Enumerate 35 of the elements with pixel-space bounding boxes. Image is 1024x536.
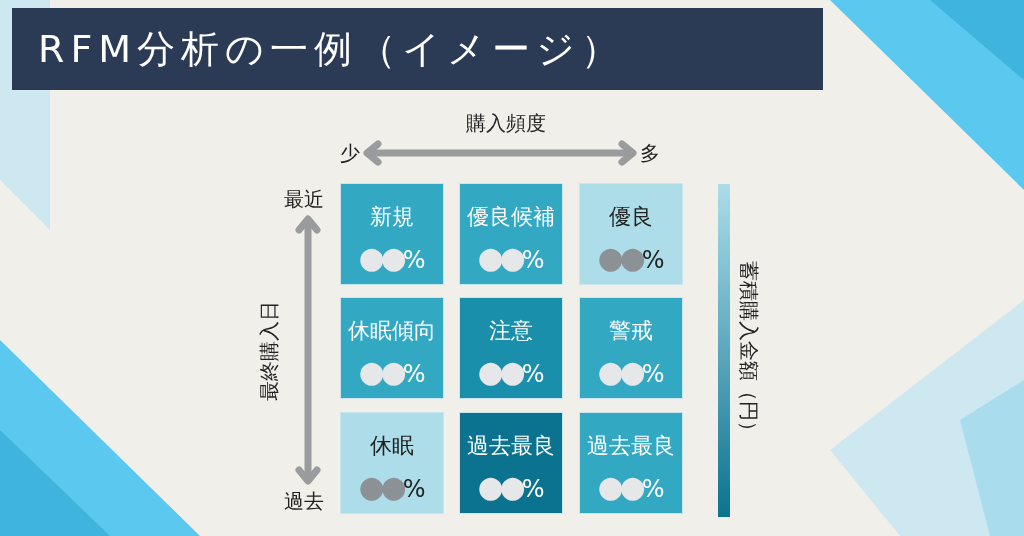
segment-tile: [340, 183, 444, 285]
axis-end-label: 少: [340, 140, 360, 167]
percentage-text: ●●%: [596, 354, 666, 389]
segment-name: 休眠: [369, 432, 415, 460]
axis-end-label: 多: [640, 140, 660, 167]
percentage-text: ●●%: [596, 240, 666, 275]
percentage-text: ●●%: [476, 354, 546, 389]
percentage-text: ●●%: [357, 354, 427, 389]
segment-tile: [579, 297, 683, 399]
segment-name: 警戒: [608, 317, 654, 345]
percentage-text: ●●%: [357, 240, 427, 275]
segment-name: 過去最良: [466, 432, 556, 460]
segment-tile: [459, 412, 563, 514]
segment-name: 過去最良: [586, 432, 676, 460]
segment-tile: [459, 297, 563, 399]
segment-tile: [459, 183, 563, 285]
percentage-text: ●●%: [596, 469, 666, 504]
segment-tile: [340, 297, 444, 399]
segment-tile: [579, 183, 683, 285]
axis-title: 購入頻度: [466, 110, 546, 137]
percentage-text: ●●%: [476, 469, 546, 504]
segment-tile: [340, 412, 444, 514]
axis-title: 最終購入日: [255, 300, 282, 401]
title-banner: RFM分析の一例（イメージ）: [12, 8, 823, 90]
axis-end-label: 過去: [284, 488, 324, 515]
segment-name: 注意: [488, 317, 534, 345]
segment-tile: [579, 412, 683, 514]
segment-name: 休眠傾向: [347, 317, 437, 345]
axis-title: 蓄積購入金額（円）: [735, 260, 762, 441]
segment-name: 優良: [608, 203, 654, 231]
axis-end-label: 最近: [284, 186, 324, 213]
percentage-text: ●●%: [357, 469, 427, 504]
segment-name: 優良候補: [466, 203, 556, 231]
segment-name: 新規: [369, 203, 415, 231]
percentage-text: ●●%: [476, 240, 546, 275]
